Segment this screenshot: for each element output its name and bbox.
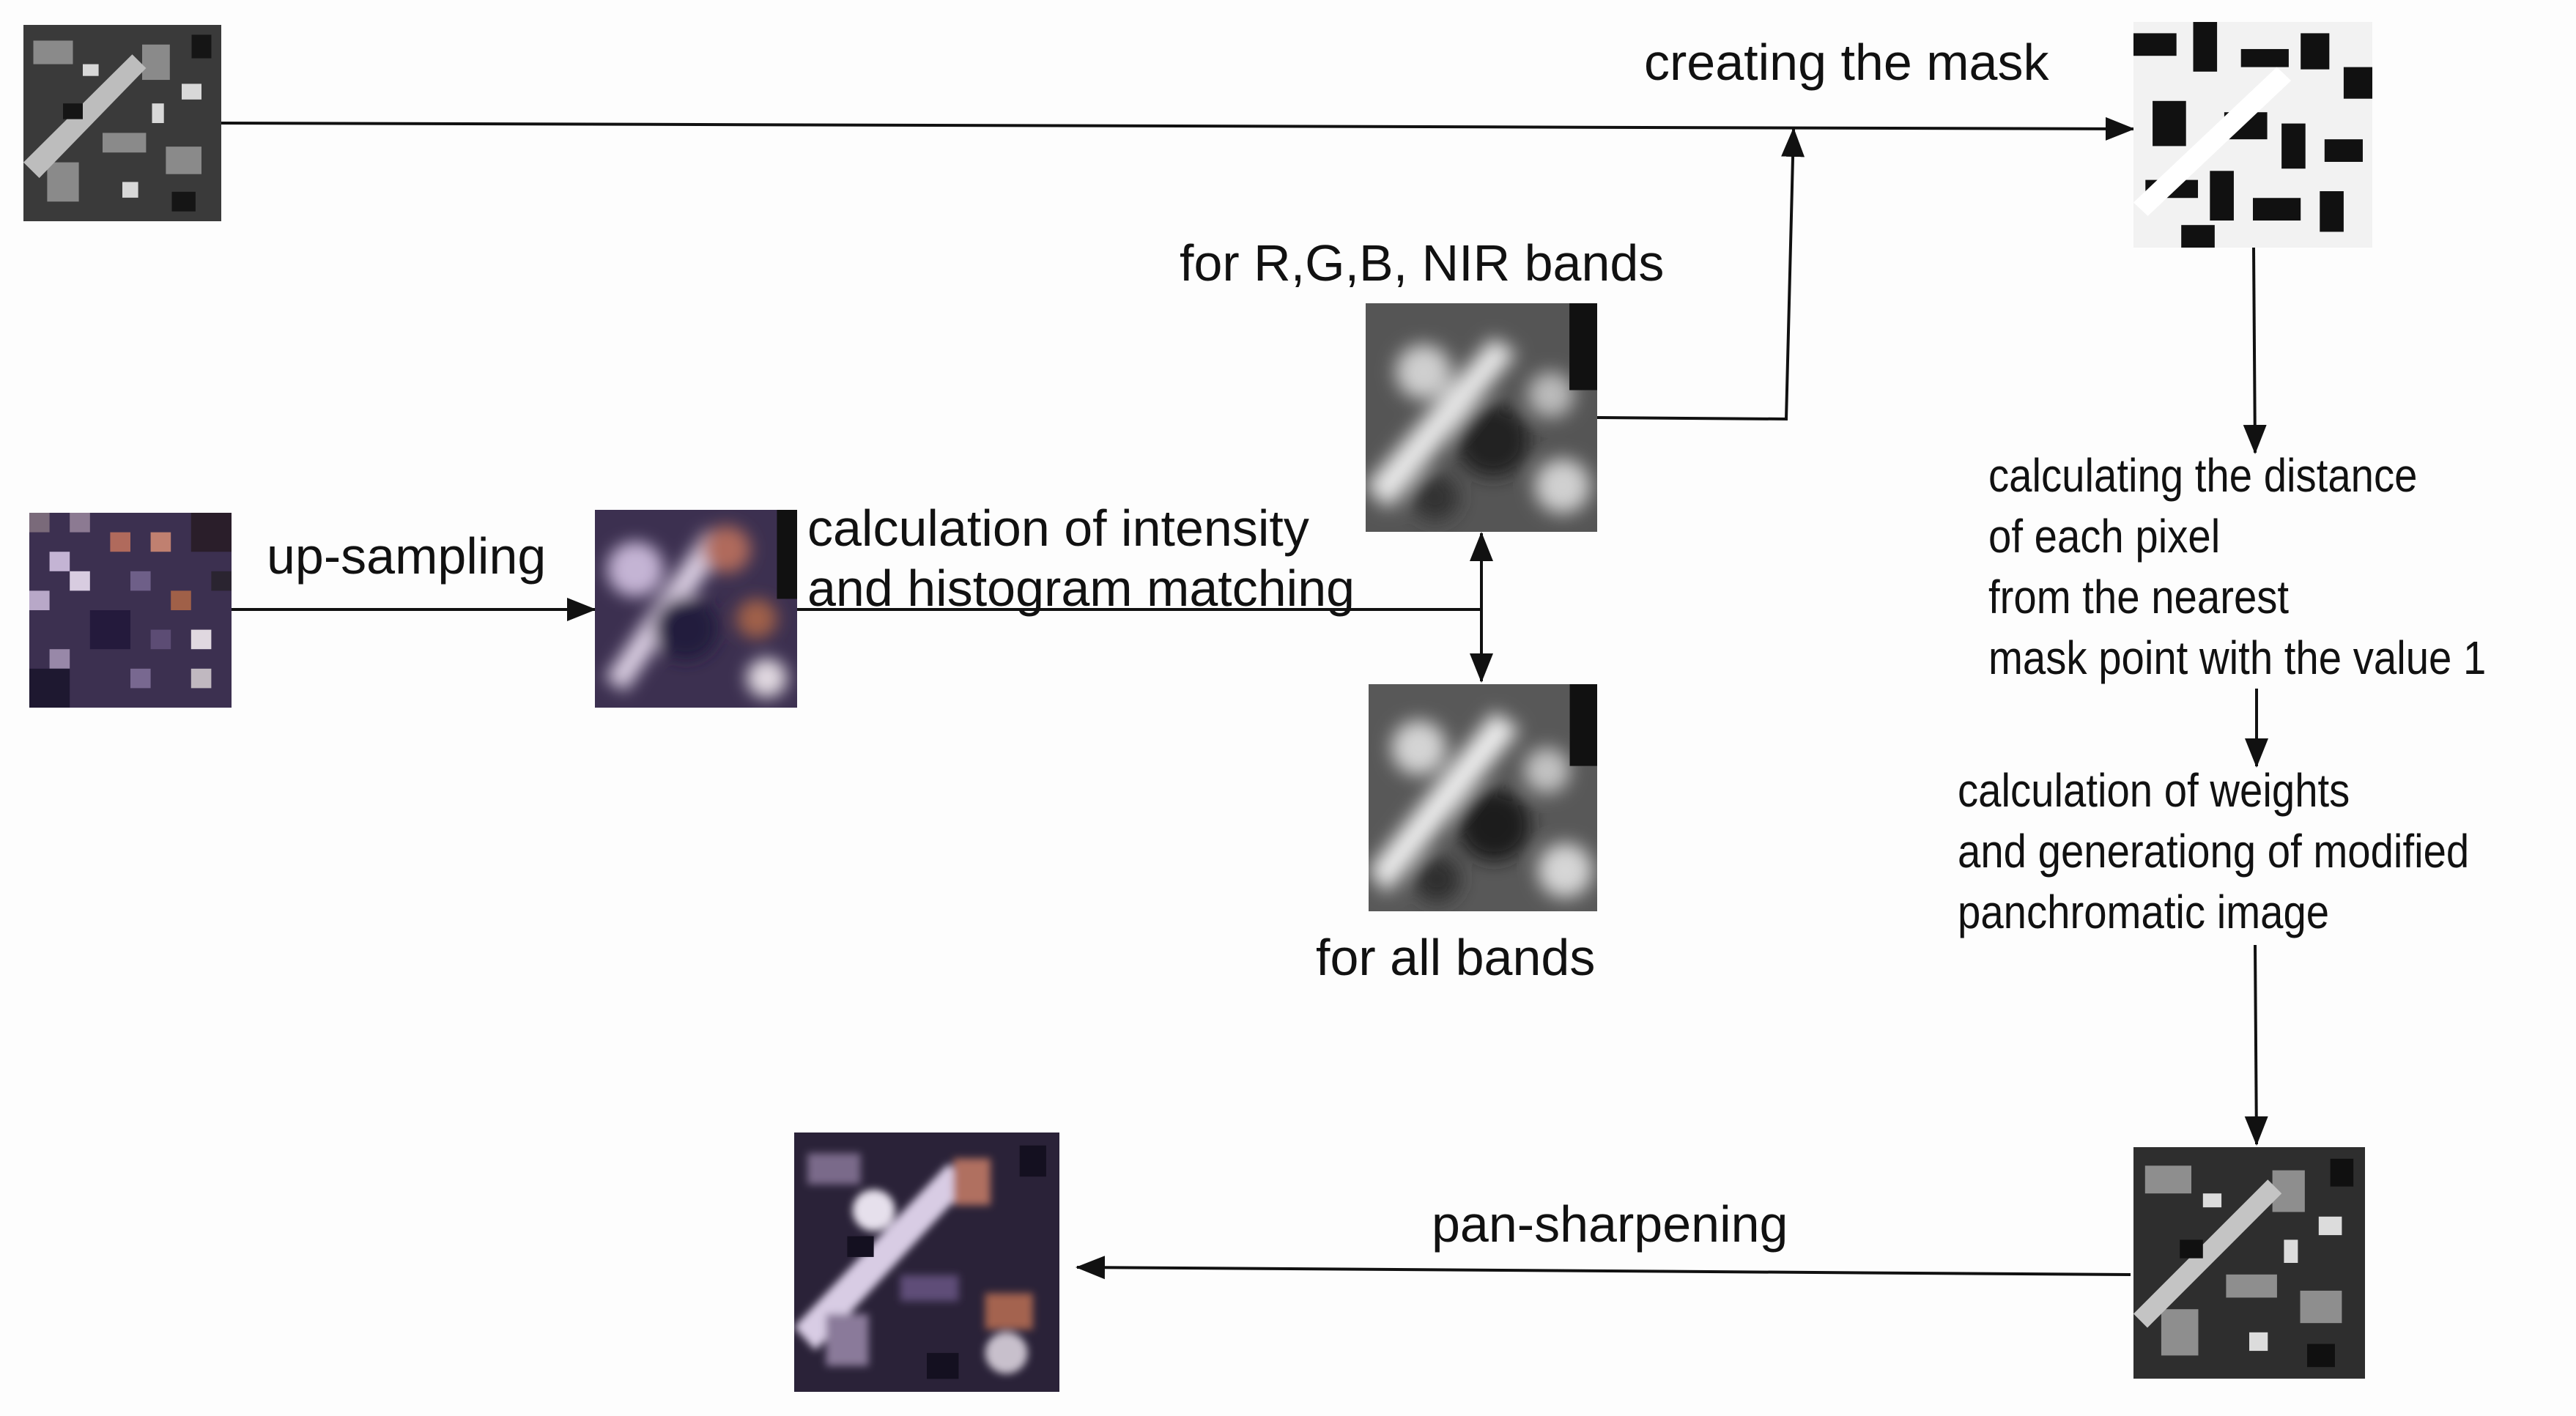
label-up-sampling: up-sampling (267, 527, 547, 585)
label-distance-line-3: from the nearest (1988, 571, 2290, 623)
label-pan-sharpening: pan-sharpening (1432, 1196, 1788, 1253)
arrow-mask-to-distance (2243, 247, 2267, 454)
label-weights-line-1: calculation of weights (1958, 764, 2350, 817)
label-distance-line-4: mask point with the value 1 (1988, 631, 2487, 684)
intensity-image-rgbnir (1366, 303, 1597, 532)
panchromatic-image (23, 25, 221, 221)
label-creating-mask: creating the mask (1644, 34, 2049, 91)
intensity-image-all-bands (1369, 684, 1597, 911)
multispectral-image (29, 513, 232, 708)
label-weights-line-2: and generationg of modified (1958, 825, 2470, 878)
modified-panchromatic-image (2133, 1147, 2365, 1379)
label-distance-line-1: calculating the distance (1988, 449, 2418, 502)
label-rgb-nir-bands: for R,G,B, NIR bands (1180, 234, 1665, 292)
pan-sharpened-result-image (794, 1133, 1059, 1392)
arrow-weights-to-modified-pan (2244, 944, 2268, 1146)
label-intensity-line-1: calculation of intensity (807, 500, 1309, 557)
label-all-bands: for all bands (1316, 929, 1596, 986)
label-distance-line-2: of each pixel (1988, 510, 2221, 563)
label-weights-line-3: panchromatic image (1958, 886, 2330, 938)
label-intensity-line-2: and histogram matching (807, 560, 1355, 617)
arrow-pan-to-mask (221, 116, 2135, 141)
upsampled-image (595, 510, 797, 708)
mask-image (2133, 22, 2372, 248)
arrow-modified-pan-to-result (1076, 1256, 2131, 1280)
arrow-rgbnir-to-mask (1596, 127, 1805, 421)
